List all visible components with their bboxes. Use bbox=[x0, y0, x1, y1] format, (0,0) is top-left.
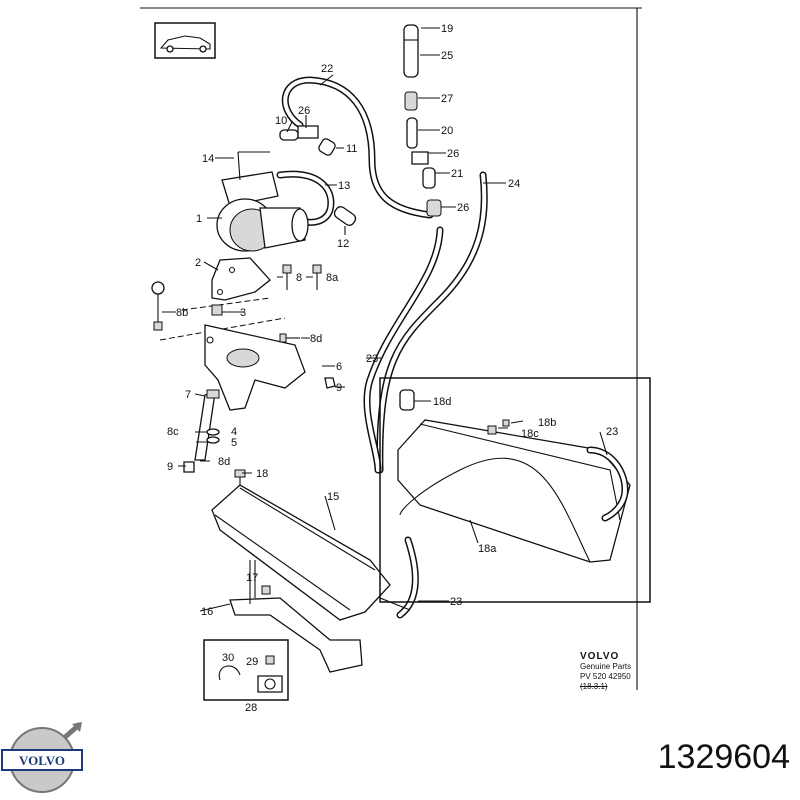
hose-21 bbox=[422, 167, 436, 189]
check-valve-27 bbox=[404, 91, 418, 111]
callout-8c: 8c bbox=[167, 426, 179, 438]
callout-21: 21 bbox=[451, 168, 463, 180]
hose-19-25 bbox=[403, 24, 419, 78]
hose-11 bbox=[318, 138, 336, 156]
callout-12: 12 bbox=[337, 238, 349, 250]
callout-18a: 18a bbox=[478, 543, 497, 555]
volvo-logo-icon: VOLVO bbox=[1, 722, 83, 793]
t-connector-26 bbox=[411, 151, 429, 165]
hose-13 bbox=[276, 170, 335, 226]
nut-9-right bbox=[324, 377, 336, 389]
callout-19: 19 bbox=[441, 23, 453, 35]
callout-15: 15 bbox=[327, 491, 339, 503]
brand-name: VOLVO bbox=[580, 651, 620, 662]
nut-9-bottom bbox=[183, 461, 195, 473]
bracket-16 bbox=[229, 560, 363, 673]
screw-18 bbox=[234, 469, 246, 485]
part-number: 1329604 bbox=[657, 738, 790, 776]
callout-8b: 8b bbox=[176, 307, 188, 319]
callout-25: 25 bbox=[441, 50, 453, 62]
callout-29: 29 bbox=[246, 656, 258, 668]
callout-26-a: 26 bbox=[447, 148, 459, 160]
hose-22 bbox=[281, 76, 434, 219]
leaders-top bbox=[286, 74, 346, 235]
callout-1: 1 bbox=[196, 213, 202, 225]
callout-26-b: 26 bbox=[457, 202, 469, 214]
callout-8a: 8a bbox=[326, 272, 339, 284]
leaders-right bbox=[199, 357, 608, 612]
bracket-2 bbox=[211, 257, 271, 301]
bracket-6 bbox=[204, 324, 306, 411]
bolt-8a bbox=[312, 264, 322, 290]
callout-8d-a: 8d bbox=[310, 333, 322, 345]
bolt-8d-top bbox=[279, 333, 300, 343]
callout-4: 4 bbox=[231, 426, 237, 438]
callout-24: 24 bbox=[508, 178, 520, 190]
callout-28: 28 bbox=[245, 702, 257, 714]
hose-10 bbox=[279, 129, 299, 141]
callout-16: 16 bbox=[201, 606, 213, 618]
inset-reservoir-box bbox=[379, 377, 651, 603]
car-thumbnail bbox=[154, 22, 216, 59]
callout-27: 27 bbox=[441, 93, 453, 105]
nut-3 bbox=[211, 304, 223, 316]
callout-30: 30 bbox=[222, 652, 234, 664]
inset-clamp-box bbox=[203, 639, 289, 701]
screw-17 bbox=[261, 585, 271, 595]
callout-2: 2 bbox=[195, 257, 201, 269]
callout-8: 8 bbox=[296, 272, 302, 284]
callout-6: 6 bbox=[336, 361, 342, 373]
genuine-parts-label: Genuine Parts bbox=[580, 662, 632, 671]
callout-17: 17 bbox=[246, 572, 258, 584]
hose-23 bbox=[363, 226, 444, 619]
callout-23-b: 23 bbox=[606, 426, 618, 438]
callout-22: 22 bbox=[321, 63, 333, 75]
callout-3: 3 bbox=[240, 307, 246, 319]
callout-5: 5 bbox=[231, 437, 237, 449]
callout-20: 20 bbox=[441, 125, 453, 137]
callout-18: 18 bbox=[256, 468, 268, 480]
bolt-8 bbox=[282, 264, 292, 290]
callout-23-a: 23 bbox=[366, 353, 378, 365]
callout-7: 7 bbox=[185, 389, 191, 401]
leaders-left bbox=[162, 157, 345, 467]
callout-9-a: 9 bbox=[336, 382, 342, 394]
hose-20 bbox=[406, 117, 418, 149]
eye-bolt-8b bbox=[151, 281, 165, 331]
vacuum-reservoir-15 bbox=[211, 484, 411, 621]
callout-11: 11 bbox=[346, 143, 357, 155]
callout-9-b: 9 bbox=[167, 461, 173, 473]
leaders-top-right bbox=[418, 27, 506, 208]
callout-18d: 18d bbox=[433, 396, 451, 408]
callout-8d-b: 8d bbox=[218, 456, 230, 468]
callout-26-c: 26 bbox=[298, 105, 310, 117]
pv-code: PV 520 42950 bbox=[580, 672, 631, 681]
connector-26b bbox=[426, 199, 442, 217]
callout-23-c: 23 bbox=[450, 596, 462, 608]
callout-18b: 18b bbox=[538, 417, 556, 429]
strut-7 bbox=[194, 389, 220, 461]
hose-12 bbox=[333, 206, 357, 226]
revision-code: (18.3.1) bbox=[580, 682, 608, 691]
logo-text: VOLVO bbox=[19, 753, 65, 768]
genuine-parts-block: VOLVO Genuine Parts PV 520 42950 (18.3.1… bbox=[580, 652, 631, 692]
vacuum-pump-1 bbox=[216, 151, 309, 252]
callout-10: 10 bbox=[275, 115, 287, 127]
hose-24 bbox=[376, 171, 488, 474]
callout-14: 14 bbox=[202, 153, 214, 165]
callout-18c: 18c bbox=[521, 428, 539, 440]
t-connector-top bbox=[297, 125, 319, 139]
callout-13: 13 bbox=[338, 180, 350, 192]
